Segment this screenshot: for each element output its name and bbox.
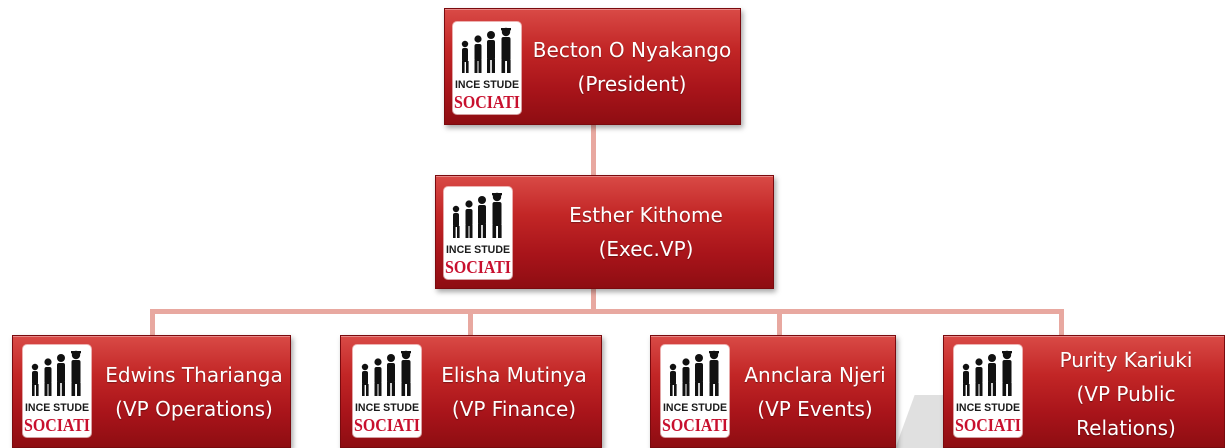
- exec-vp-name: Esther Kithome: [569, 203, 723, 227]
- logo-text-line1: INCE STUDE: [956, 402, 1020, 414]
- society-logo: INCE STUDE SOCIATI: [661, 345, 729, 437]
- vp-public-relations-text: Purity Kariuki (VP Public Relations): [1030, 342, 1222, 446]
- logo-text-line1: INCE STUDE: [455, 79, 519, 91]
- vp-public-relations-role-line1: (VP Public: [1076, 382, 1176, 406]
- logo-text-line1: INCE STUDE: [355, 402, 419, 414]
- exec-vp-box: INCE STUDE SOCIATI Esther Kithome (Exec.…: [435, 175, 774, 289]
- connector-vp-public-relations: [1059, 309, 1064, 336]
- society-logo: INCE STUDE SOCIATI: [23, 345, 91, 437]
- exec-vp-role: (Exec.VP): [598, 237, 694, 261]
- vp-finance-role: (VP Finance): [451, 397, 577, 421]
- president-text: Becton O Nyakango (President): [525, 27, 739, 107]
- vp-operations-name: Edwins Tharianga: [105, 363, 283, 387]
- society-logo: INCE STUDE SOCIATI: [444, 187, 512, 279]
- connector-horizontal: [150, 309, 1063, 314]
- vp-public-relations-role-line2: Relations): [1076, 416, 1176, 440]
- logo-text-line2: SOCIATI: [955, 415, 1021, 435]
- vp-events-role: (VP Events): [757, 397, 873, 421]
- vp-finance-text: Elisha Mutinya (VP Finance): [427, 356, 601, 428]
- connector-vp-events: [777, 309, 782, 336]
- logo-text-line2: SOCIATI: [454, 92, 520, 112]
- logo-text-line2: SOCIATI: [662, 415, 728, 435]
- vp-events-name: Annclara Njeri: [744, 363, 886, 387]
- connector-exec-down: [591, 288, 596, 312]
- vp-finance-box: INCE STUDE SOCIATI Elisha Mutinya (VP Fi…: [340, 335, 602, 448]
- logo-text-line2: SOCIATI: [24, 415, 90, 435]
- society-logo: INCE STUDE SOCIATI: [954, 345, 1022, 437]
- logo-text-line1: INCE STUDE: [663, 402, 727, 414]
- vp-public-relations-box: INCE STUDE SOCIATI Purity Kariuki (VP Pu…: [943, 335, 1225, 448]
- logo-text-line2: SOCIATI: [354, 415, 420, 435]
- vp-operations-box: INCE STUDE SOCIATI Edwins Tharianga (VP …: [12, 335, 291, 448]
- vp-events-text: Annclara Njeri (VP Events): [735, 356, 895, 428]
- logo-text-line1: INCE STUDE: [25, 402, 89, 414]
- vp-finance-name: Elisha Mutinya: [441, 363, 587, 387]
- logo-text-line2: SOCIATI: [445, 257, 511, 277]
- president-box: INCE STUDE SOCIATI Becton O Nyakango (Pr…: [444, 8, 741, 125]
- vp-operations-text: Edwins Tharianga (VP Operations): [97, 356, 291, 428]
- vp-public-relations-name: Purity Kariuki: [1059, 348, 1193, 372]
- logo-text-line1: INCE STUDE: [446, 244, 510, 256]
- vp-events-box: INCE STUDE SOCIATI Annclara Njeri (VP Ev…: [650, 335, 896, 448]
- society-logo: INCE STUDE SOCIATI: [353, 345, 421, 437]
- connector-vp-operations: [150, 309, 155, 336]
- president-role: (President): [577, 72, 687, 96]
- society-logo: INCE STUDE SOCIATI: [453, 22, 521, 114]
- president-name: Becton O Nyakango: [532, 38, 732, 62]
- connector-vp-finance: [468, 309, 473, 336]
- connector-president-exec: [591, 124, 596, 176]
- vp-operations-role: (VP Operations): [115, 397, 273, 421]
- exec-vp-text: Esther Kithome (Exec.VP): [520, 196, 772, 268]
